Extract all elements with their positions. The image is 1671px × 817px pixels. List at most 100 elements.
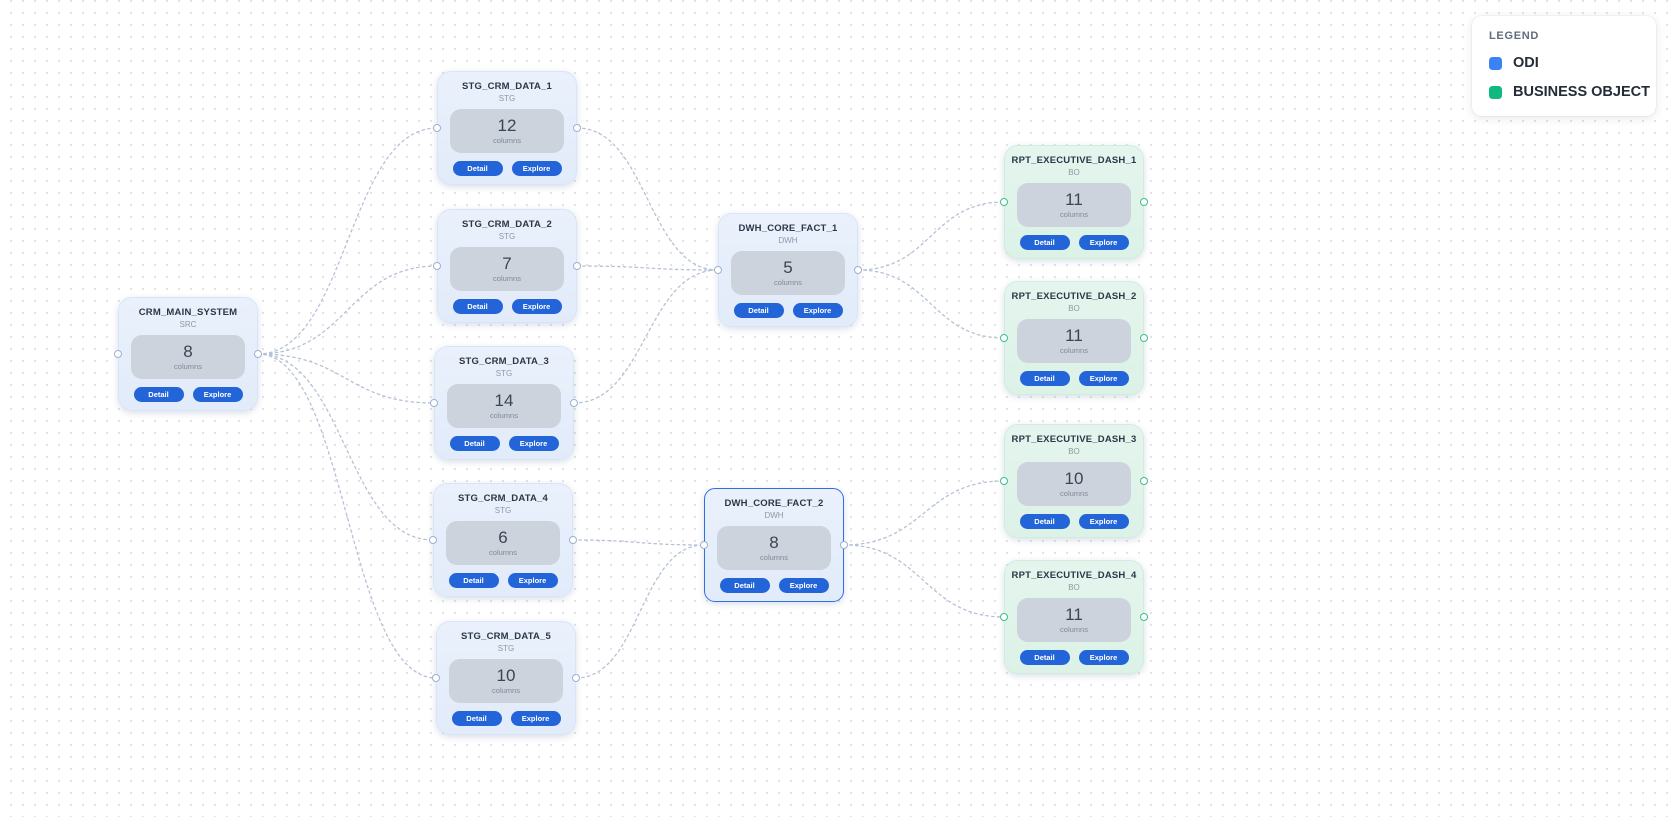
input-handle[interactable] [429, 536, 437, 544]
output-handle[interactable] [570, 399, 578, 407]
column-count: 8 [183, 342, 193, 361]
explore-button[interactable]: Explore [1078, 371, 1129, 386]
node-stg-crm-data-2[interactable]: STG_CRM_DATA_2 STG 7 columns Detail Expl… [433, 209, 581, 323]
explore-button[interactable]: Explore [1078, 514, 1129, 529]
column-count-box: 11 columns [1017, 319, 1131, 363]
node-title: RPT_EXECUTIVE_DASH_4 [1011, 570, 1137, 581]
node-dwh-core-fact-2[interactable]: DWH_CORE_FACT_2 DWH 8 columns Detail Exp… [700, 488, 848, 602]
column-count: 6 [498, 528, 508, 547]
input-handle[interactable] [1000, 477, 1008, 485]
output-handle[interactable] [1140, 334, 1148, 342]
columns-label: columns [1060, 346, 1088, 355]
output-handle[interactable] [573, 124, 581, 132]
columns-label: columns [492, 686, 520, 695]
output-handle[interactable] [1140, 613, 1148, 621]
node-rpt-executive-dash-4[interactable]: RPT_EXECUTIVE_DASH_4 BO 11 columns Detai… [1000, 560, 1148, 674]
node-title: RPT_EXECUTIVE_DASH_1 [1011, 155, 1137, 166]
odi-color-swatch [1489, 56, 1502, 70]
detail-button[interactable]: Detail [452, 161, 503, 176]
edge-stg_crm_data_2-to-dwh_core_fact_1 [576, 265, 719, 271]
output-handle[interactable] [1140, 198, 1148, 206]
edge-dwh_core_fact_1-to-rpt_executive_dash_2 [857, 269, 1005, 339]
node-actions: Detail Explore [438, 299, 576, 314]
detail-button[interactable]: Detail [452, 299, 503, 314]
explore-button[interactable]: Explore [510, 711, 561, 726]
columns-label: columns [1060, 210, 1088, 219]
output-handle[interactable] [573, 262, 581, 270]
detail-button[interactable]: Detail [719, 578, 770, 593]
node-stg-crm-data-5[interactable]: STG_CRM_DATA_5 STG 10 columns Detail Exp… [432, 621, 580, 735]
input-handle[interactable] [432, 674, 440, 682]
explore-button[interactable]: Explore [778, 578, 829, 593]
columns-label: columns [1060, 625, 1088, 634]
node-crm-main-system[interactable]: CRM_MAIN_SYSTEM SRC 8 columns Detail Exp… [114, 297, 262, 411]
edge-dwh_core_fact_2-to-rpt_executive_dash_4 [843, 544, 1005, 618]
node-actions: Detail Explore [438, 161, 576, 176]
output-handle[interactable] [840, 541, 848, 549]
detail-button[interactable]: Detail [133, 387, 184, 402]
node-title: RPT_EXECUTIVE_DASH_2 [1011, 291, 1137, 302]
node-subtitle: SRC [179, 320, 197, 329]
explore-button[interactable]: Explore [792, 303, 843, 318]
detail-button[interactable]: Detail [1019, 514, 1070, 529]
output-handle[interactable] [254, 350, 262, 358]
explore-button[interactable]: Explore [192, 387, 243, 402]
input-handle[interactable] [1000, 198, 1008, 206]
input-handle[interactable] [1000, 334, 1008, 342]
input-handle[interactable] [430, 399, 438, 407]
explore-button[interactable]: Explore [508, 436, 559, 451]
node-title: STG_CRM_DATA_1 [461, 81, 553, 92]
edge-crm_main_system-to-stg_crm_data_2 [257, 265, 438, 355]
edge-dwh_core_fact_1-to-rpt_executive_dash_1 [857, 201, 1005, 271]
explore-button[interactable]: Explore [511, 161, 562, 176]
detail-button[interactable]: Detail [1019, 650, 1070, 665]
column-count-box: 5 columns [731, 251, 845, 295]
output-handle[interactable] [854, 266, 862, 274]
node-rpt-executive-dash-1[interactable]: RPT_EXECUTIVE_DASH_1 BO 11 columns Detai… [1000, 145, 1148, 259]
input-handle[interactable] [114, 350, 122, 358]
node-stg-crm-data-1[interactable]: STG_CRM_DATA_1 STG 12 columns Detail Exp… [433, 71, 581, 185]
output-handle[interactable] [569, 536, 577, 544]
node-stg-crm-data-4[interactable]: STG_CRM_DATA_4 STG 6 columns Detail Expl… [429, 483, 577, 597]
node-title: DWH_CORE_FACT_2 [724, 498, 824, 509]
explore-button[interactable]: Explore [507, 573, 558, 588]
detail-button[interactable]: Detail [449, 436, 500, 451]
input-handle[interactable] [714, 266, 722, 274]
explore-button[interactable]: Explore [1078, 650, 1129, 665]
input-handle[interactable] [700, 541, 708, 549]
detail-button[interactable]: Detail [733, 303, 784, 318]
columns-label: columns [493, 136, 521, 145]
column-count: 7 [502, 254, 512, 273]
node-rpt-executive-dash-2[interactable]: RPT_EXECUTIVE_DASH_2 BO 11 columns Detai… [1000, 281, 1148, 395]
node-actions: Detail Explore [1005, 235, 1143, 250]
detail-button[interactable]: Detail [1019, 371, 1070, 386]
input-handle[interactable] [433, 262, 441, 270]
node-actions: Detail Explore [719, 303, 857, 318]
node-actions: Detail Explore [434, 573, 572, 588]
node-rpt-executive-dash-3[interactable]: RPT_EXECUTIVE_DASH_3 BO 10 columns Detai… [1000, 424, 1148, 538]
node-title: STG_CRM_DATA_3 [458, 356, 550, 367]
detail-button[interactable]: Detail [1019, 235, 1070, 250]
node-subtitle: STG [497, 644, 515, 653]
column-count-box: 11 columns [1017, 183, 1131, 227]
input-handle[interactable] [1000, 613, 1008, 621]
legend-item-label: BUSINESS OBJECT [1513, 84, 1650, 100]
explore-button[interactable]: Explore [511, 299, 562, 314]
detail-button[interactable]: Detail [448, 573, 499, 588]
explore-button[interactable]: Explore [1078, 235, 1129, 250]
detail-button[interactable]: Detail [451, 711, 502, 726]
output-handle[interactable] [572, 674, 580, 682]
node-stg-crm-data-3[interactable]: STG_CRM_DATA_3 STG 14 columns Detail Exp… [430, 346, 578, 460]
column-count: 11 [1065, 326, 1083, 345]
node-dwh-core-fact-1[interactable]: DWH_CORE_FACT_1 DWH 5 columns Detail Exp… [714, 213, 862, 327]
output-handle[interactable] [1140, 477, 1148, 485]
node-title: STG_CRM_DATA_4 [457, 493, 549, 504]
edge-stg_crm_data_4-to-dwh_core_fact_2 [572, 539, 705, 546]
edge-crm_main_system-to-stg_crm_data_5 [257, 353, 437, 679]
node-subtitle: STG [498, 94, 516, 103]
column-count: 8 [769, 533, 779, 552]
edge-dwh_core_fact_2-to-rpt_executive_dash_3 [843, 480, 1005, 546]
node-subtitle: STG [495, 369, 513, 378]
input-handle[interactable] [433, 124, 441, 132]
